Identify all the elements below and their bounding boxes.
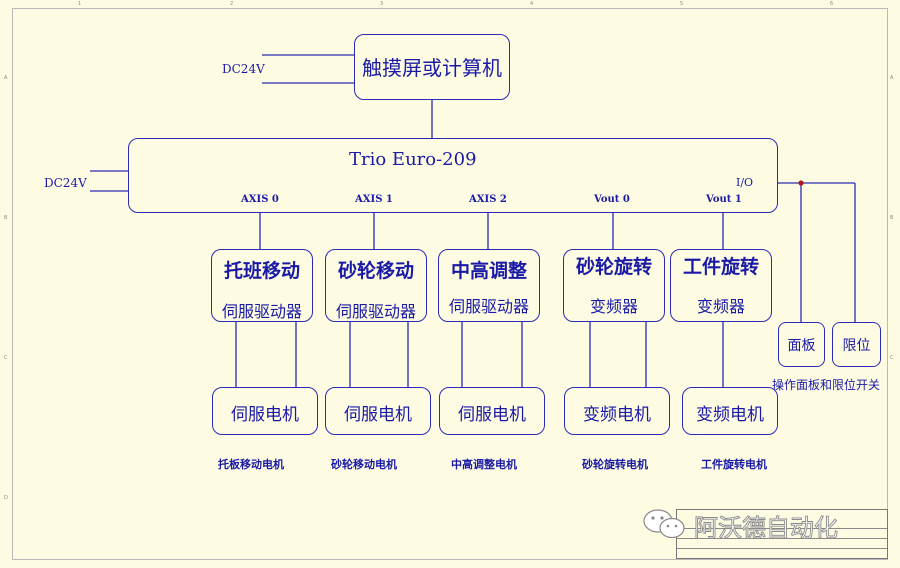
drive-box: 砂轮移动 伺服驱动器 xyxy=(325,249,427,322)
io-caption: 操作面板和限位开关 xyxy=(772,378,881,392)
io-limit-label: 限位 xyxy=(842,338,871,354)
ruler-mark: 1 xyxy=(78,1,82,7)
drive-box: 中高调整 伺服驱动器 xyxy=(438,249,540,322)
motor-label: 伺服电机 xyxy=(231,405,299,425)
io-panel-label: 面板 xyxy=(787,338,816,354)
hmi-box: 触摸屏或计算机 xyxy=(354,34,510,100)
motor-caption: 砂轮旋转电机 xyxy=(582,458,648,471)
ruler-mark: 2 xyxy=(230,1,234,7)
drive-subtitle: 伺服驱动器 xyxy=(448,297,529,316)
ruler-mark: C xyxy=(890,355,894,361)
drive-subtitle: 变频器 xyxy=(589,297,638,316)
hmi-label: 触摸屏或计算机 xyxy=(362,56,502,80)
motor-caption: 中高调整电机 xyxy=(451,458,517,471)
ruler-mark: 5 xyxy=(680,1,684,7)
motor-box: 变频电机 xyxy=(564,387,670,435)
drive-subtitle: 伺服驱动器 xyxy=(221,302,302,321)
motor-box: 伺服电机 xyxy=(325,387,431,435)
ruler-mark: 3 xyxy=(380,1,384,7)
ruler-mark: 6 xyxy=(830,1,834,7)
port-vout1: Vout 1 xyxy=(706,194,742,205)
ruler-mark: A xyxy=(890,75,894,81)
motor-label: 伺服电机 xyxy=(458,405,526,425)
io-panel-box: 面板 xyxy=(778,322,825,367)
port-vout0: Vout 0 xyxy=(594,194,630,205)
ruler-mark: B xyxy=(4,215,8,221)
motor-caption: 托板移动电机 xyxy=(218,458,284,471)
hmi-power-label: DC24V xyxy=(222,62,265,76)
drive-subtitle: 变频器 xyxy=(696,297,745,316)
controller-power-label: DC24V xyxy=(44,176,87,190)
junction-dot xyxy=(798,180,804,186)
title-block-row xyxy=(677,538,887,539)
controller-label: Trio Euro-209 xyxy=(349,149,477,170)
motor-label: 变频电机 xyxy=(696,405,764,425)
drive-title: 砂轮移动 xyxy=(337,260,414,282)
port-axis0: AXIS 0 xyxy=(241,194,279,205)
drive-subtitle: 伺服驱动器 xyxy=(335,302,416,321)
motor-label: 变频电机 xyxy=(583,405,651,425)
ruler-mark: D xyxy=(4,495,8,501)
ruler-mark: A xyxy=(4,75,8,81)
motor-box: 伺服电机 xyxy=(439,387,545,435)
ruler-mark: B xyxy=(890,215,894,221)
io-limit-box: 限位 xyxy=(832,322,881,367)
drive-title: 砂轮旋转 xyxy=(575,256,652,278)
motor-box: 伺服电机 xyxy=(212,387,318,435)
wechat-logo-icon xyxy=(643,509,685,539)
ruler-mark: C xyxy=(4,355,8,361)
title-block xyxy=(676,509,888,559)
drive-title: 工件旋转 xyxy=(682,256,759,278)
title-block-row xyxy=(677,548,887,549)
drive-box: 砂轮旋转 变频器 xyxy=(563,249,665,322)
port-axis2: AXIS 2 xyxy=(469,194,507,205)
motor-caption: 工件旋转电机 xyxy=(701,458,767,471)
title-block-row xyxy=(677,528,887,529)
watermark-text: 阿沃德自动化 xyxy=(694,514,839,543)
sheet-border xyxy=(12,8,888,560)
drive-box: 托班移动 伺服驱动器 xyxy=(211,249,313,322)
port-axis1: AXIS 1 xyxy=(355,194,393,205)
ruler-mark: 4 xyxy=(530,1,534,7)
io-port-label: I/O xyxy=(736,176,754,189)
motor-box: 变频电机 xyxy=(682,387,778,435)
controller-box: Trio Euro-209 I/O AXIS 0 AXIS 1 AXIS 2 V… xyxy=(128,138,778,213)
drive-title: 托班移动 xyxy=(223,260,300,282)
motor-label: 伺服电机 xyxy=(344,405,412,425)
drive-title: 中高调整 xyxy=(450,260,527,282)
drive-box: 工件旋转 变频器 xyxy=(670,249,772,322)
motor-caption: 砂轮移动电机 xyxy=(331,458,397,471)
